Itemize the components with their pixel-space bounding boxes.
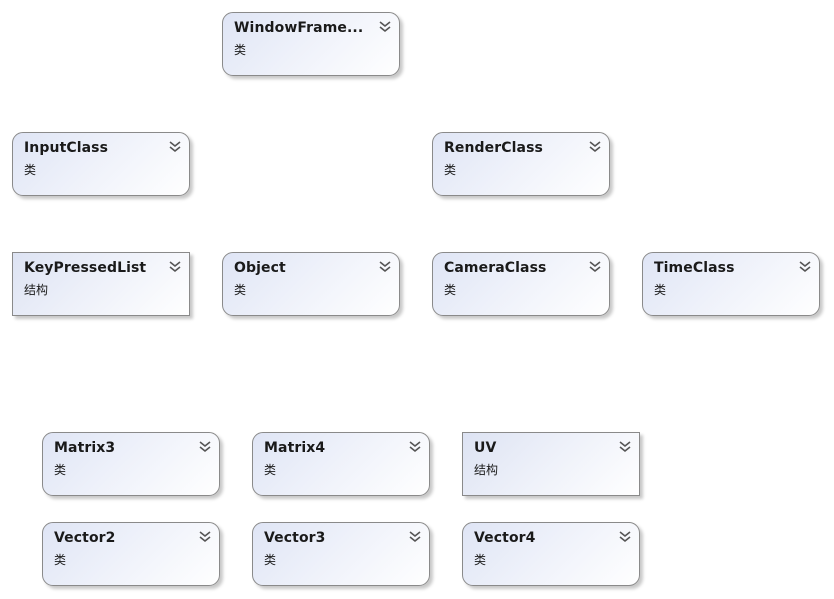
shape-name: Vector4 — [474, 530, 536, 546]
double-chevron-down-icon[interactable] — [378, 260, 392, 274]
shape-kind-label: 结构 — [474, 463, 499, 477]
double-chevron-down-icon[interactable] — [408, 530, 422, 544]
shape-name: Vector2 — [54, 530, 116, 546]
double-chevron-down-icon[interactable] — [168, 260, 182, 274]
class-shape-inputclass[interactable]: InputClass 类 — [12, 132, 190, 196]
double-chevron-down-icon[interactable] — [588, 260, 602, 274]
shape-kind-label: 类 — [444, 163, 457, 177]
class-shape-cameraclass[interactable]: CameraClass 类 — [432, 252, 610, 316]
struct-shape-keypressedlist[interactable]: KeyPressedList 结构 — [12, 252, 190, 316]
shape-name: InputClass — [24, 140, 109, 156]
class-shape-renderclass[interactable]: RenderClass 类 — [432, 132, 610, 196]
shape-name: TimeClass — [654, 260, 735, 276]
shape-name: RenderClass — [444, 140, 543, 156]
shape-name: Vector3 — [264, 530, 326, 546]
double-chevron-down-icon[interactable] — [618, 440, 632, 454]
class-shape-vector4[interactable]: Vector4 类 — [462, 522, 640, 586]
shape-name: CameraClass — [444, 260, 547, 276]
shape-kind-label: 类 — [234, 283, 247, 297]
double-chevron-down-icon[interactable] — [198, 440, 212, 454]
class-shape-vector3[interactable]: Vector3 类 — [252, 522, 430, 586]
shape-kind-label: 类 — [24, 163, 37, 177]
shape-name: Matrix3 — [54, 440, 116, 456]
shape-kind-label: 类 — [444, 283, 457, 297]
struct-shape-uv[interactable]: UV 结构 — [462, 432, 640, 496]
shape-name: UV — [474, 440, 497, 456]
class-shape-windowframe[interactable]: WindowFrame... 类 — [222, 12, 400, 76]
shape-kind-label: 类 — [54, 553, 67, 567]
shape-kind-label: 类 — [54, 463, 67, 477]
class-shape-matrix3[interactable]: Matrix3 类 — [42, 432, 220, 496]
shape-name: Object — [234, 260, 286, 276]
class-shape-object[interactable]: Object 类 — [222, 252, 400, 316]
shape-kind-label: 类 — [234, 43, 247, 57]
class-shape-vector2[interactable]: Vector2 类 — [42, 522, 220, 586]
shape-kind-label: 类 — [654, 283, 667, 297]
double-chevron-down-icon[interactable] — [168, 140, 182, 154]
shape-name: KeyPressedList — [24, 260, 147, 276]
shape-kind-label: 类 — [264, 553, 277, 567]
double-chevron-down-icon[interactable] — [618, 530, 632, 544]
double-chevron-down-icon[interactable] — [198, 530, 212, 544]
double-chevron-down-icon[interactable] — [408, 440, 422, 454]
shape-kind-label: 类 — [474, 553, 487, 567]
class-shape-matrix4[interactable]: Matrix4 类 — [252, 432, 430, 496]
shape-name: WindowFrame... — [234, 20, 364, 36]
double-chevron-down-icon[interactable] — [378, 20, 392, 34]
class-shape-timeclass[interactable]: TimeClass 类 — [642, 252, 820, 316]
double-chevron-down-icon[interactable] — [798, 260, 812, 274]
shape-kind-label: 类 — [264, 463, 277, 477]
shape-name: Matrix4 — [264, 440, 326, 456]
double-chevron-down-icon[interactable] — [588, 140, 602, 154]
shape-kind-label: 结构 — [24, 283, 49, 297]
